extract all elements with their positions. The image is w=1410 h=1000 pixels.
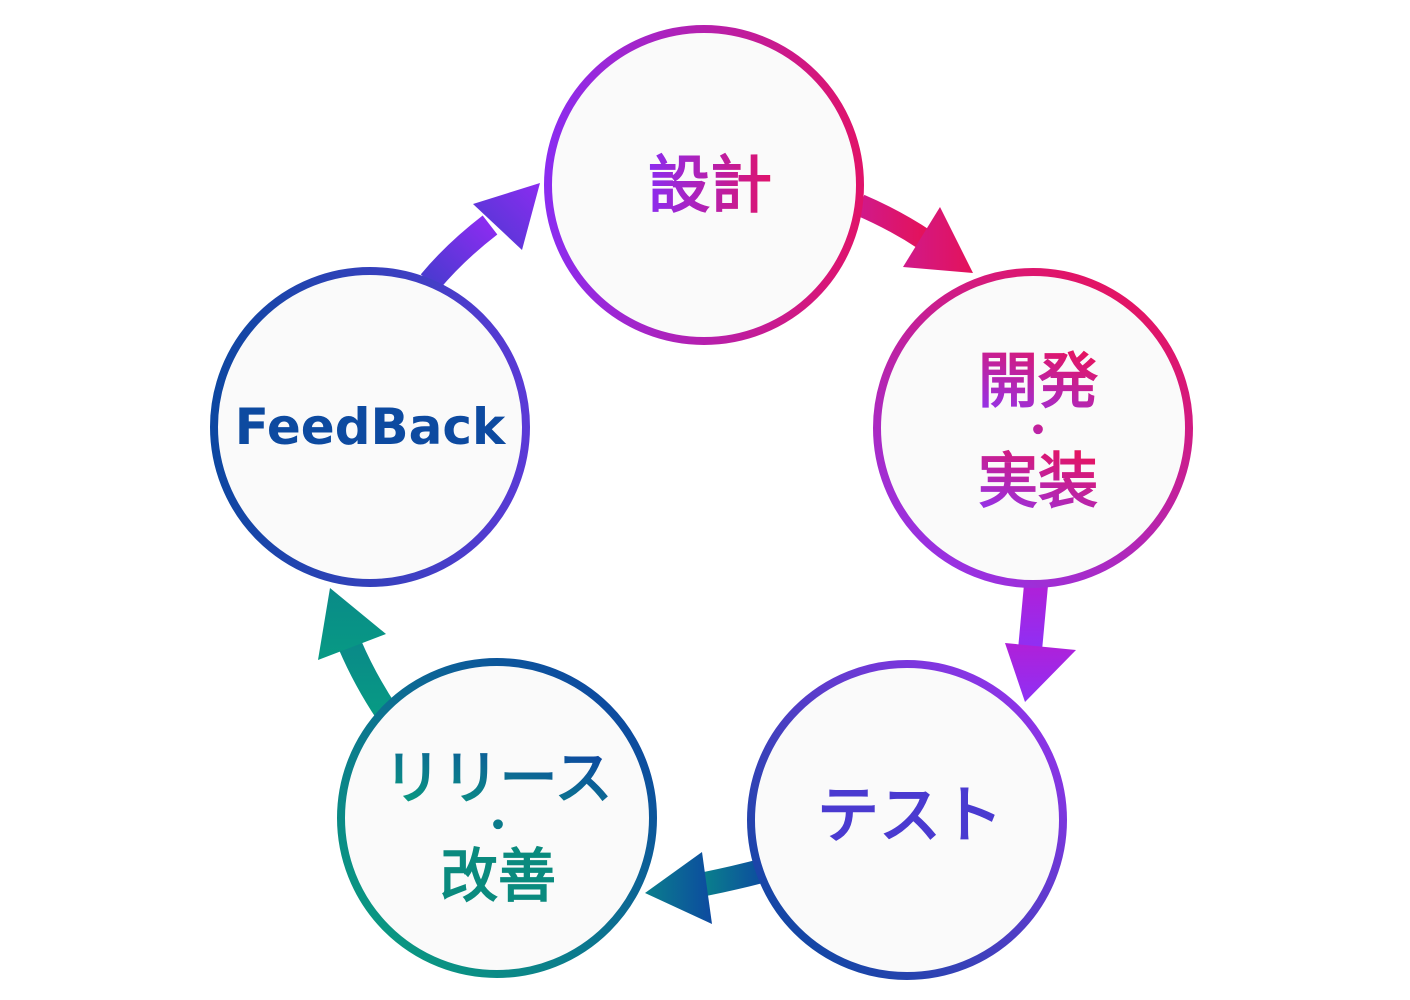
node-develop-separator: ・ — [1018, 408, 1058, 454]
arrow-test-to-release — [645, 852, 769, 924]
node-feedback-label: FeedBack — [235, 398, 507, 456]
arrow-develop-to-test — [1005, 583, 1076, 702]
node-release-label-2: 改善 — [440, 842, 556, 910]
node-release: リリース ・ 改善 — [337, 658, 657, 978]
node-develop-label-2: 実装 — [978, 447, 1098, 517]
node-feedback: FeedBack — [210, 267, 530, 587]
node-test: テスト — [747, 660, 1067, 980]
node-design-label: 設計 — [648, 149, 772, 222]
node-release-separator: ・ — [478, 803, 518, 849]
node-design: 設計 — [544, 25, 864, 345]
arrow-design-to-develop — [855, 194, 973, 273]
node-develop: 開発 ・ 実装 — [873, 268, 1193, 588]
node-release-label-1: リリース — [383, 744, 612, 812]
arrow-release-to-feedback — [318, 588, 398, 720]
arrow-feedback-to-design — [420, 183, 540, 290]
node-develop-label-1: 開発 — [978, 347, 1099, 417]
node-test-label: テスト — [817, 779, 1003, 852]
